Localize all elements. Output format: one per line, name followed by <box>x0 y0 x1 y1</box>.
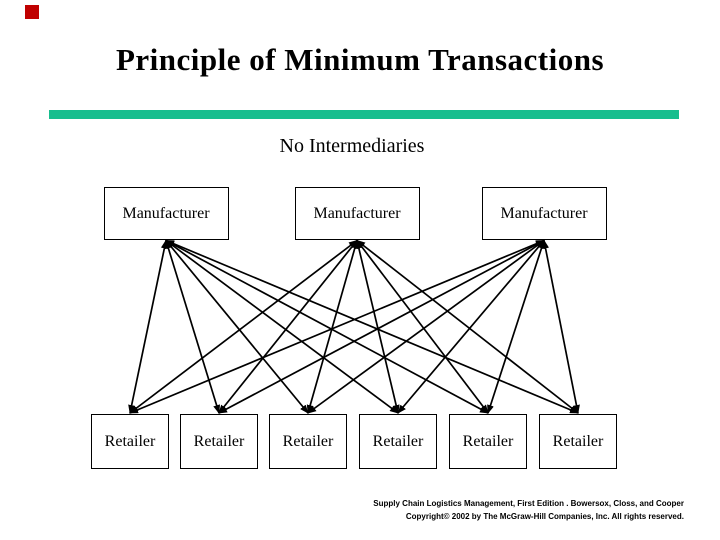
manufacturer-retailer-arrow <box>129 239 358 414</box>
credit-line: Supply Chain Logistics Management, First… <box>373 499 684 508</box>
slide-subtitle: No Intermediaries <box>279 135 425 157</box>
brand-square-logo <box>25 5 39 19</box>
retailer-box: Retailer <box>180 414 258 469</box>
retailer-box: Retailer <box>539 414 617 469</box>
manufacturer-box: Manufacturer <box>103 187 229 240</box>
node-label: Retailer <box>104 432 156 450</box>
copyright-line: Copyright© 2002 by The McGraw-Hill Compa… <box>405 512 684 521</box>
retailer-box: Retailer <box>449 414 527 469</box>
node-label: Retailer <box>372 432 424 450</box>
retailer-box: Retailer <box>269 414 347 469</box>
manufacturer-retailer-arrow <box>542 239 580 414</box>
slide-title: Principle of Minimum Transactions <box>115 42 605 77</box>
manufacturer-retailer-arrow <box>165 239 309 414</box>
manufacturer-retailer-arrow <box>487 239 545 414</box>
node-label: Manufacturer <box>122 204 210 222</box>
copyright-footer: Supply Chain Logistics Management, First… <box>373 497 684 523</box>
manufacturer-retailer-arrow <box>306 239 359 414</box>
manufacturer-retailer-arrow <box>307 239 545 414</box>
node-label: Retailer <box>282 432 334 450</box>
manufacturer-retailer-arrow <box>165 239 489 414</box>
retailer-box: Retailer <box>91 414 169 469</box>
manufacturer-box: Manufacturer <box>294 187 420 240</box>
node-label: Retailer <box>193 432 245 450</box>
node-label: Retailer <box>462 432 514 450</box>
retailer-box: Retailer <box>359 414 437 469</box>
title-divider-bar <box>49 110 679 119</box>
manufacturer-retailer-arrow <box>218 239 545 414</box>
manufacturer-retailer-arrow <box>128 239 168 414</box>
node-label: Retailer <box>552 432 604 450</box>
node-label: Manufacturer <box>313 204 401 222</box>
manufacturer-retailer-arrow <box>397 239 545 414</box>
node-label: Manufacturer <box>500 204 588 222</box>
manufacturer-box: Manufacturer <box>481 187 607 240</box>
